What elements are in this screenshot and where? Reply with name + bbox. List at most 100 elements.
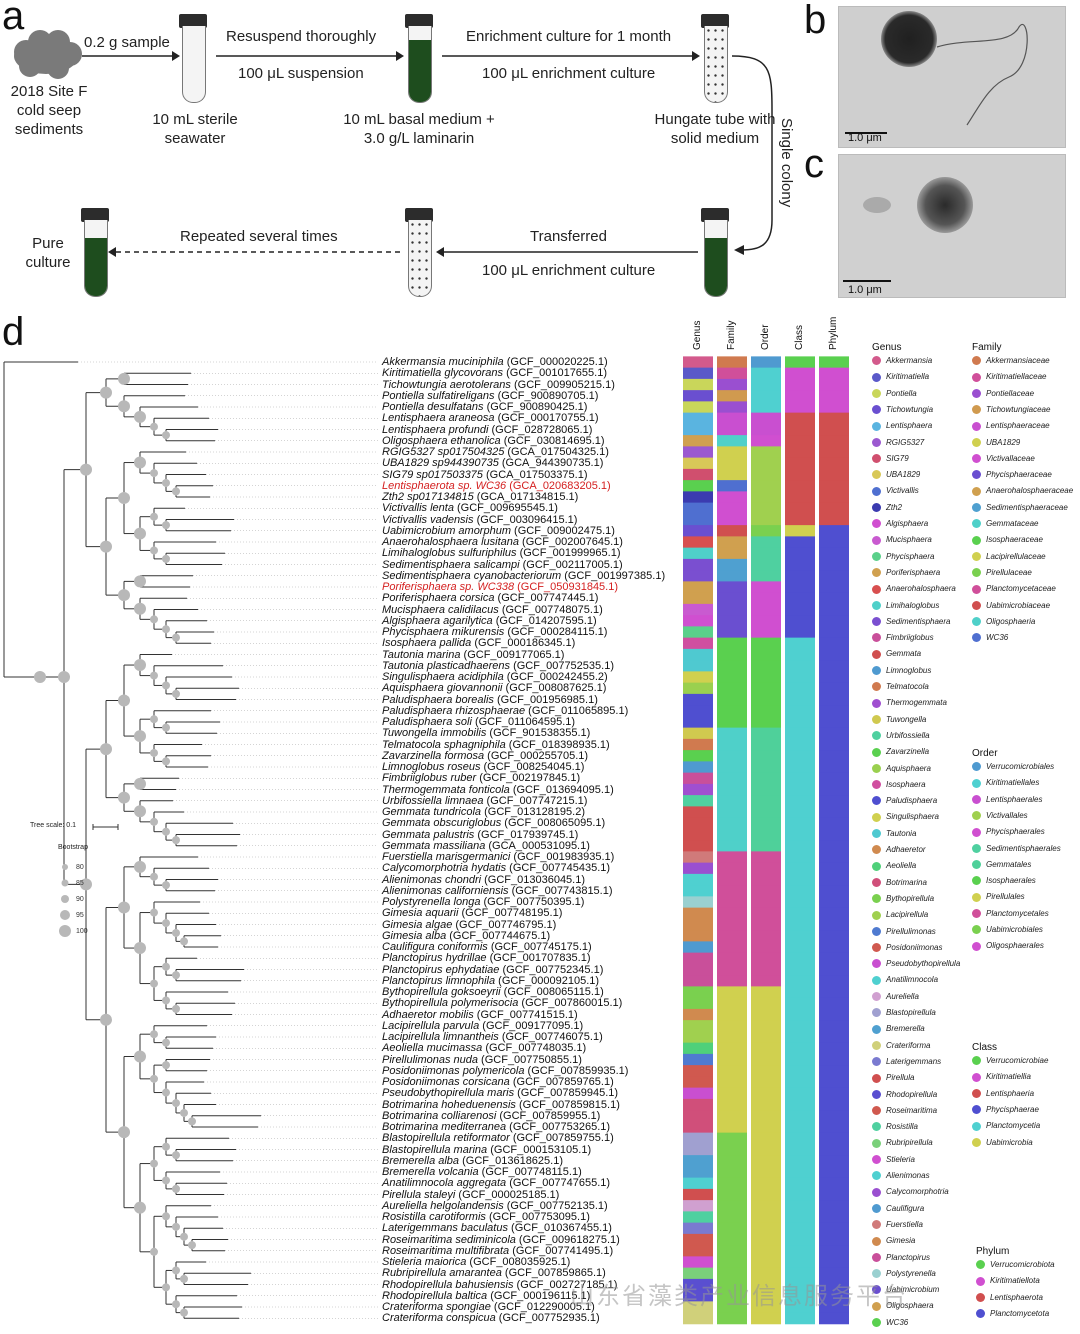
legend-swatch [872,1122,881,1132]
strip-cell [785,1087,815,1100]
taxon-accession: (GCF_007752345.1) [499,963,604,976]
strip-header: Genus [692,320,703,350]
taxon-label: Bythopirellula polymerisocia (GCF_007860… [382,998,622,1009]
legend-label: Lacipirellulaceae [986,551,1046,561]
bootstrap-node [162,1088,170,1097]
strip-cell [819,491,849,504]
legend-swatch [972,551,981,561]
strip-cell [717,1256,747,1269]
taxon-accession: (GCF_000092105.1) [495,974,600,987]
strip-cell [683,738,713,751]
strip-cell [785,356,815,369]
strip-cell [819,1177,849,1190]
strip-cell [819,356,849,369]
bootstrap-node [150,1247,158,1256]
strip-cell [717,536,747,549]
strip-cell [717,525,747,537]
strip-cell [751,592,781,605]
strip-cell [717,502,747,515]
taxon-accession: (GCF_013128195.2) [481,806,585,818]
step1-label: 0.2 g sample [84,34,170,51]
strip-cell [683,648,713,661]
legend-item: Aeoliella [872,861,916,871]
strip-cell [785,1267,815,1280]
strip-cell [717,367,747,380]
strip-cell [785,930,815,942]
strip-cell [717,761,747,774]
strip-cell [751,761,781,774]
strip-cell [683,1188,713,1201]
legend-swatch [972,1088,981,1098]
taxon-accession: (GCF_007748115.1) [478,1166,582,1178]
bootstrap-node [150,715,158,724]
strip-cell [785,480,815,492]
strip-cell [819,1042,849,1055]
taxon-label: Sedimentisphaera cyanobacteriorum (GCF_0… [382,570,665,582]
strip-cell [785,603,815,616]
legend-item: Pirellulales [972,892,1025,902]
strip-cell [683,513,713,526]
taxon-label: Poriferisphaera sp. WC338 (GCF_050931845… [382,582,618,593]
strip-cell [785,716,815,729]
strip-cell [785,660,815,672]
taxon-label: Gemmata palustris (GCF_017939745.1) [382,829,578,841]
legend-item: Pontiellaceae [972,389,1034,399]
legend-label: Akkermansiaceae [986,356,1050,365]
taxon-name: Isosphaera pallida [382,637,472,650]
strip-cell [819,1121,849,1134]
strip-cell [683,1053,713,1066]
legend-label: Kiritimatiella [886,372,930,382]
strip-cell [785,907,815,920]
strip-cell [717,1042,747,1055]
bootstrap-legend-item: 95 [58,908,84,922]
strip-cell [683,637,713,650]
strip-cell [717,795,747,807]
legend-swatch [872,454,881,464]
taxon-name: Tuwongella immobilis [382,727,487,740]
strip-cell [683,671,713,684]
strip-cell [819,851,849,864]
strip-cell [751,390,781,402]
bootstrap-node [100,1013,112,1026]
taxon-accession: (GCF_007746075.1) [498,1031,603,1043]
legend-item: Gimesia [872,1236,915,1246]
strip-cell [751,750,781,762]
legend-label: Lentisphaerales [986,794,1043,804]
strip-cell [785,896,815,909]
taxon-label: Rhodopirellula baltica (GCF_000196115.1) [382,1290,590,1302]
bootstrap-node [172,633,180,642]
strip-cell [819,1211,849,1224]
legend-label: Oligosphaera [886,1301,934,1311]
legend-swatch [872,584,881,594]
taxon-label: Bythopirellula goksoeyrii (GCF_008065115… [382,987,604,998]
taxon-label: Lentisphaera profundi (GCF_028728065.1) [382,424,592,436]
strip-cell [717,727,747,740]
bootstrap-node [150,1030,158,1039]
strip-cell [751,1121,781,1134]
legend-label: Lacipirellula [886,910,929,920]
bootstrap-node [118,694,130,707]
taxon-accession: (GCF_007748075.1) [498,603,603,616]
taxon-label: Caulifigura coniformis (GCF_007745175.1) [382,942,592,953]
taxon-accession: (GCF_007747655.1) [506,1177,611,1190]
strip-cell [717,423,747,436]
bootstrap-node [150,748,158,757]
legend-title: Family [972,342,1002,353]
legend-label: Mucisphaera [886,535,932,545]
legend-item: Verrucomicrobiae [972,1056,1048,1066]
strip-cell [717,682,747,695]
taxon-label: Rhodopirellula bahusiensis (GCF_00272718… [382,1279,617,1291]
bootstrap-node [134,527,146,540]
legend-label: Planctomycetaceae [986,584,1056,594]
legend-swatch [972,778,981,788]
strip-cell [683,930,713,942]
strip-cell [717,1065,747,1077]
legend-swatch [872,1252,881,1262]
taxon-accession: (GCF_007746795.1) [452,918,557,931]
strip-cell [683,457,713,470]
strip-cell [819,1188,849,1201]
legend-item: Uabimicrobiaceae [972,601,1050,611]
strip-cell [717,570,747,582]
strip-cell [785,1177,815,1190]
legend-swatch [972,568,981,578]
